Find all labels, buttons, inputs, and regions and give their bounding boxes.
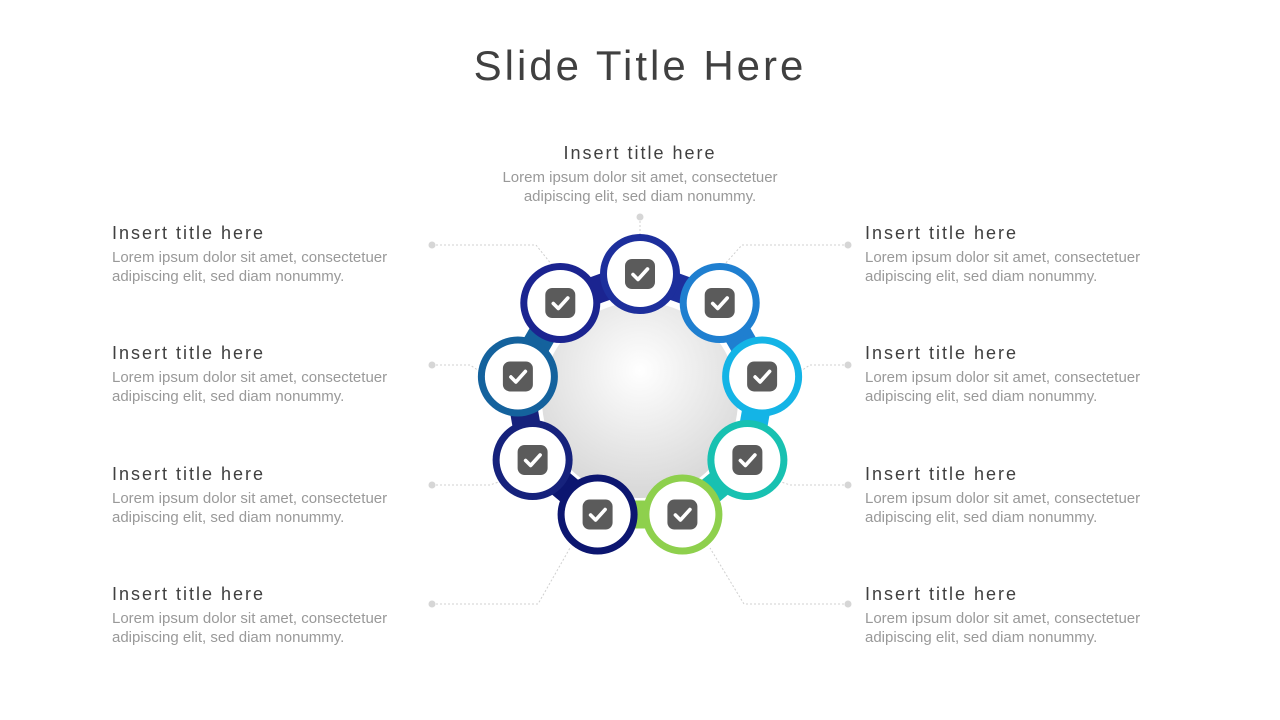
check-icon (509, 369, 528, 384)
check-icon (631, 267, 650, 282)
text-block-left-3: Insert title here Lorem ipsum dolor sit … (112, 464, 422, 527)
cycle-node (722, 336, 803, 417)
cycle-node (600, 234, 680, 314)
check-icon-box (625, 259, 655, 289)
connector-dot (844, 361, 852, 369)
check-icon (551, 296, 570, 311)
item-title: Insert title here (865, 584, 1019, 604)
connector-dot (844, 241, 852, 249)
item-title: Insert title here (112, 464, 266, 484)
check-icon-box (732, 445, 763, 475)
item-body-line1: Lorem ipsum dolor sit amet, consectetuer (865, 369, 1141, 386)
item-body-line2: adipiscing elit, sed diam nonummy. (112, 629, 345, 646)
item-body-line2: adipiscing elit, sed diam nonummy. (112, 388, 345, 405)
item-body-line2: adipiscing elit, sed diam nonummy. (112, 509, 345, 526)
item-body-line2: adipiscing elit, sed diam nonummy. (112, 268, 345, 285)
item-body-line1: Lorem ipsum dolor sit amet, consectetuer (112, 249, 388, 266)
text-block-top: Insert title here Lorem ipsum dolor sit … (470, 143, 810, 206)
item-title: Insert title here (865, 223, 1019, 243)
check-icon (710, 296, 730, 311)
item-title: Insert title here (563, 143, 717, 163)
item-title: Insert title here (865, 343, 1019, 363)
check-icon-box (517, 445, 548, 475)
connector-dot (636, 213, 644, 221)
check-icon (753, 369, 772, 384)
cycle-node (492, 420, 573, 500)
cycle-node (707, 420, 788, 500)
connector-dot (844, 481, 852, 489)
check-icon-box (582, 499, 613, 530)
item-body-line1: Lorem ipsum dolor sit amet, consectetuer (865, 249, 1141, 266)
text-block-right-1: Insert title here Lorem ipsum dolor sit … (865, 223, 1175, 286)
item-body-line2: adipiscing elit, sed diam nonummy. (865, 629, 1098, 646)
cycle-node (557, 474, 638, 555)
item-body-line1: Lorem ipsum dolor sit amet, consectetuer (502, 169, 778, 186)
check-icon-box (667, 499, 698, 530)
slide-title: Slide Title Here (473, 42, 807, 89)
check-icon (738, 453, 757, 468)
item-title: Insert title here (112, 584, 266, 604)
check-icon (588, 507, 607, 522)
item-title: Insert title here (112, 223, 266, 243)
item-body-line1: Lorem ipsum dolor sit amet, consectetuer (112, 490, 388, 507)
text-block-right-3: Insert title here Lorem ipsum dolor sit … (865, 464, 1175, 527)
check-icon-box (545, 288, 576, 319)
text-block-left-2: Insert title here Lorem ipsum dolor sit … (112, 343, 422, 406)
check-icon (673, 507, 692, 522)
cycle-node (679, 263, 760, 344)
connector-dot (428, 600, 436, 608)
connector-line (432, 547, 571, 605)
check-icon-box (747, 361, 778, 392)
connector-dot (428, 361, 436, 369)
item-body-line1: Lorem ipsum dolor sit amet, consectetuer (112, 369, 388, 386)
item-title: Insert title here (865, 464, 1019, 484)
cycle-node (477, 336, 558, 417)
text-block-left-1: Insert title here Lorem ipsum dolor sit … (112, 223, 422, 286)
item-title: Insert title here (112, 343, 266, 363)
connector-dot (428, 241, 436, 249)
item-body-line2: adipiscing elit, sed diam nonummy. (523, 188, 757, 205)
node-group (477, 234, 803, 555)
connector-dot (428, 481, 436, 489)
check-icon (523, 453, 542, 468)
check-icon-box (502, 361, 533, 392)
check-icon-box (704, 288, 735, 319)
connector-dot (844, 600, 852, 608)
text-block-right-2: Insert title here Lorem ipsum dolor sit … (865, 343, 1175, 406)
item-body-line1: Lorem ipsum dolor sit amet, consectetuer (865, 610, 1141, 627)
center-hub (542, 302, 738, 498)
item-body-line1: Lorem ipsum dolor sit amet, consectetuer (112, 610, 388, 627)
cycle-node (520, 263, 601, 344)
item-body-line2: adipiscing elit, sed diam nonummy. (865, 388, 1098, 405)
item-body-line2: adipiscing elit, sed diam nonummy. (865, 509, 1098, 526)
cycle-node (642, 474, 723, 555)
item-body-line1: Lorem ipsum dolor sit amet, consectetuer (865, 490, 1141, 507)
text-block-left-4: Insert title here Lorem ipsum dolor sit … (112, 584, 422, 647)
text-block-right-4: Insert title here Lorem ipsum dolor sit … (865, 584, 1175, 647)
item-body-line2: adipiscing elit, sed diam nonummy. (865, 268, 1098, 285)
connector-line (709, 547, 848, 605)
